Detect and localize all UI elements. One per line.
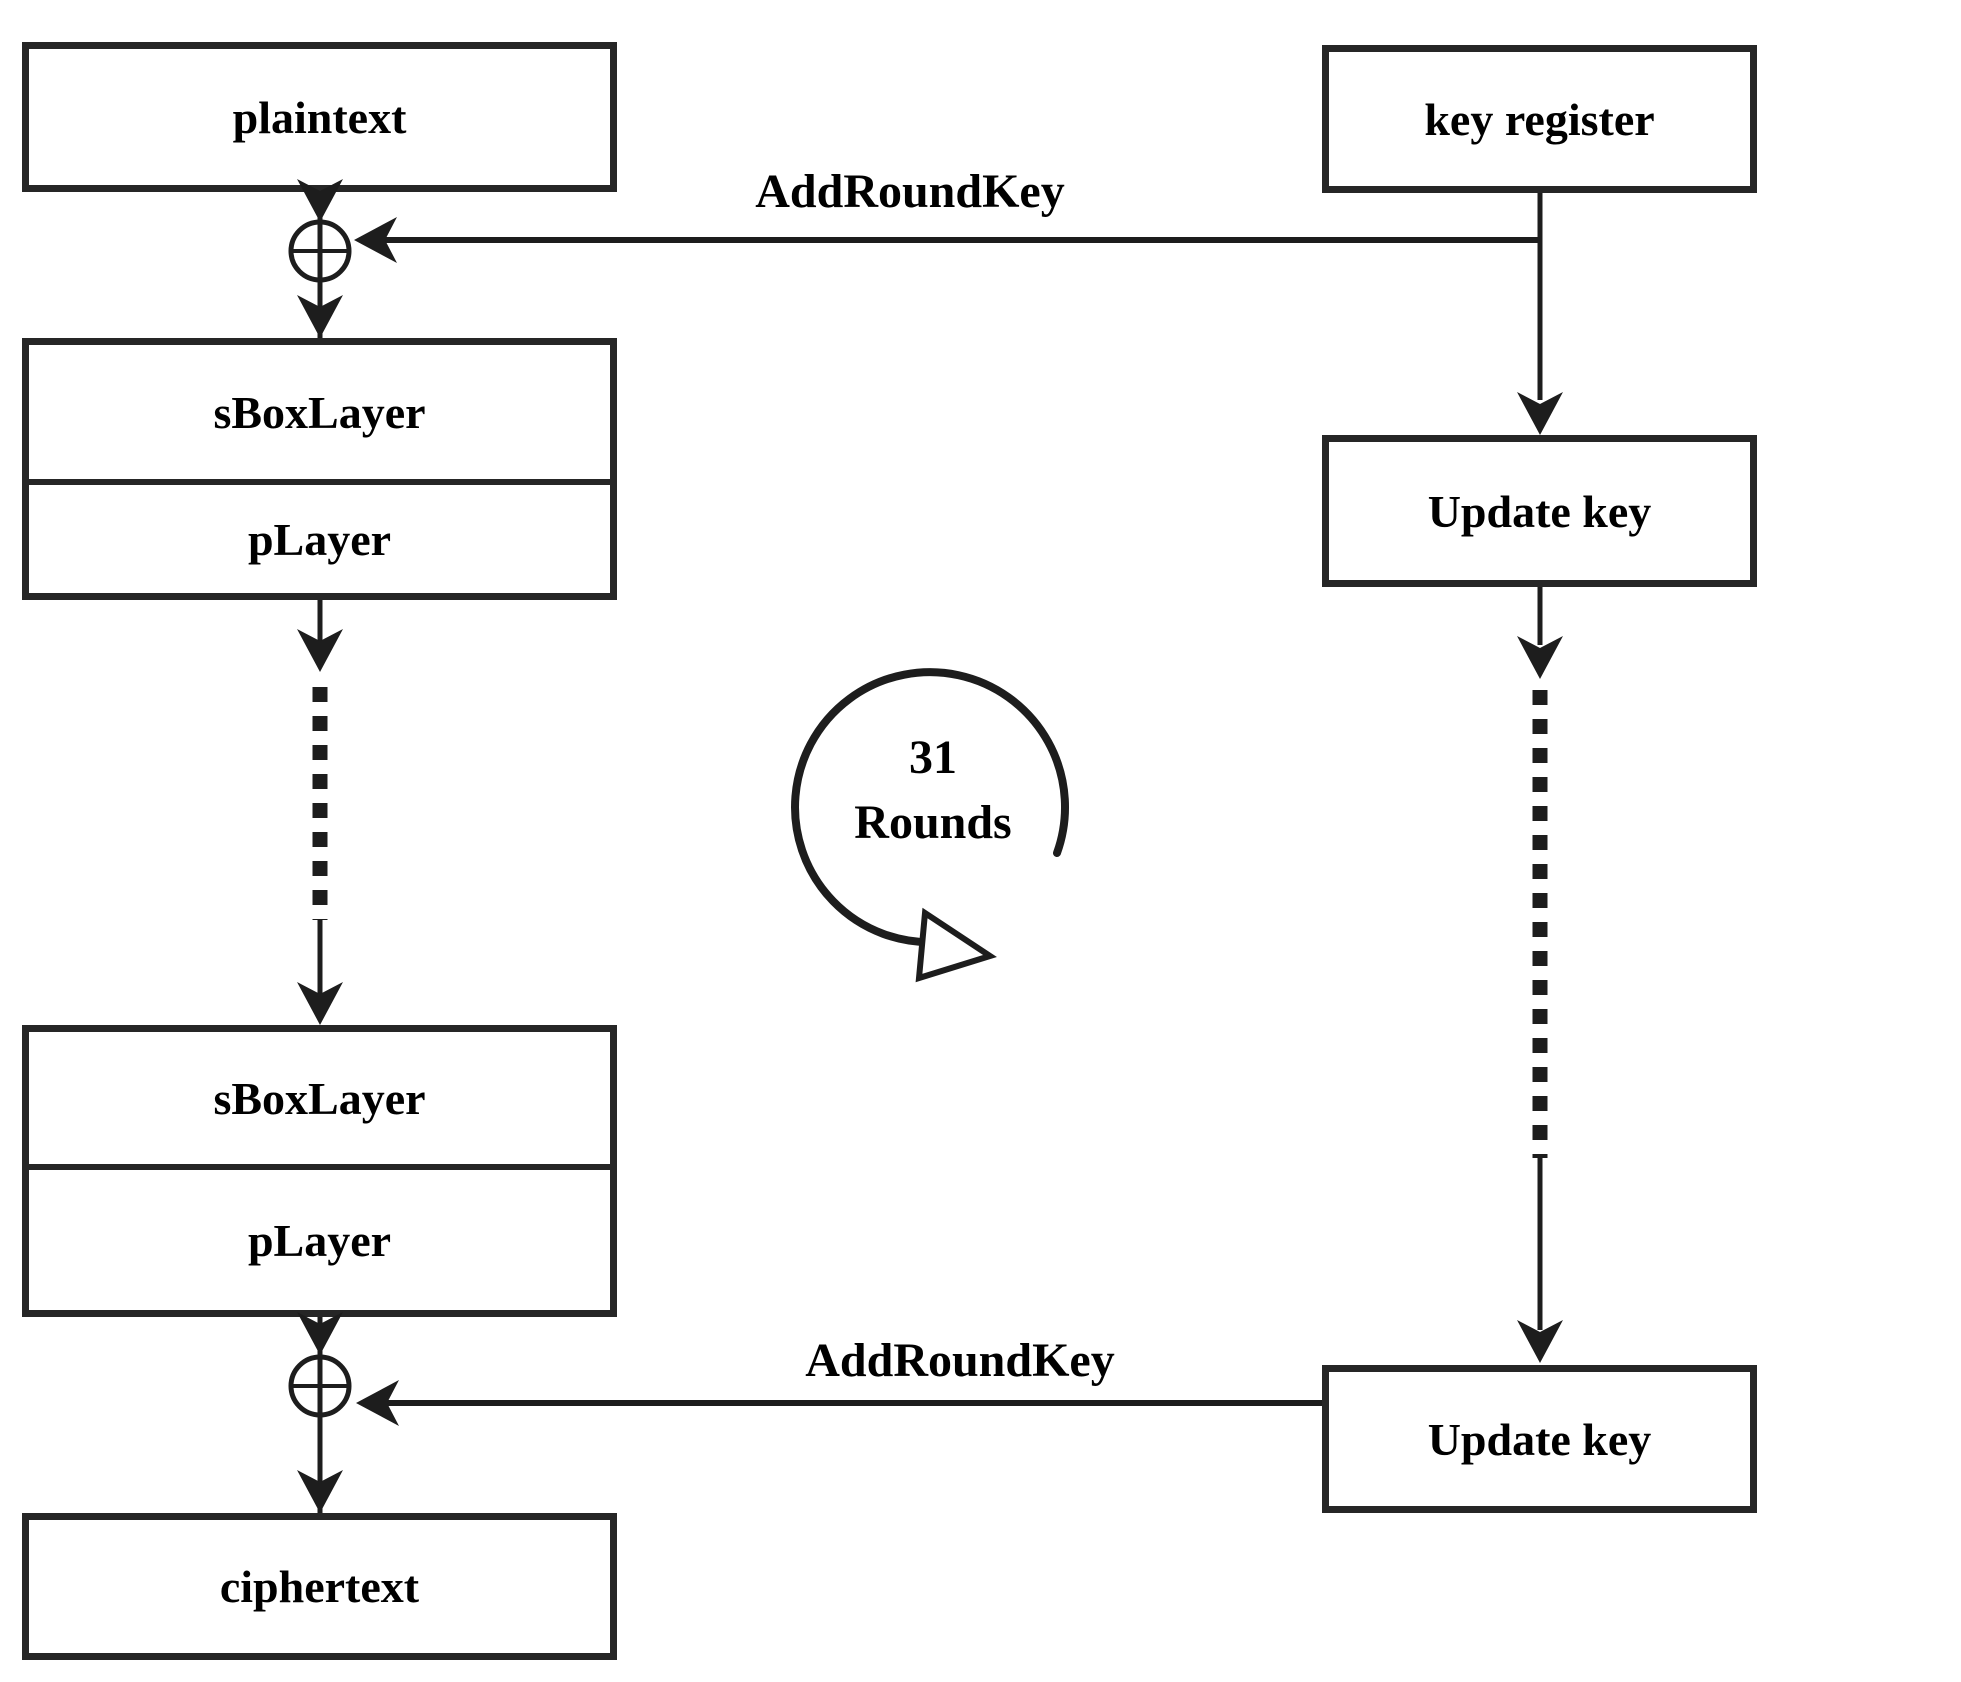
- add-round-key-label-bottom: AddRoundKey: [805, 1334, 1115, 1387]
- arrow-plaintext-to-sboxlayer: [297, 179, 343, 338]
- plaintext-box: plaintext: [22, 42, 617, 192]
- arrow-player-to-next-round-dashed: [297, 600, 343, 1025]
- p-layer-2-label: pLayer: [247, 1214, 392, 1266]
- plaintext-label: plaintext: [232, 91, 407, 143]
- add-round-key-label-top: AddRoundKey: [755, 165, 1065, 218]
- key-register-label: key register: [1424, 93, 1655, 145]
- arrow-player-to-xor: [297, 1312, 343, 1513]
- ciphertext-box: ciphertext: [22, 1513, 617, 1660]
- arrow-addroundkey-top: [354, 217, 1540, 263]
- round-function-box-2: sBoxLayer pLayer: [22, 1025, 617, 1317]
- rounds-count-number: 31: [909, 731, 957, 784]
- xor-icon: [288, 1354, 352, 1418]
- sbox-layer-1-label: sBoxLayer: [213, 386, 426, 438]
- update-key-2-box: Update key: [1322, 1365, 1757, 1513]
- p-layer-2-box: pLayer: [29, 1170, 610, 1310]
- round-function-box-1: sBoxLayer pLayer: [22, 338, 617, 600]
- sbox-layer-2-label: sBoxLayer: [213, 1072, 426, 1124]
- p-layer-1-box: pLayer: [29, 485, 610, 593]
- arrow-keyregister-to-updatekey: [1517, 193, 1563, 435]
- update-key-1-box: Update key: [1322, 435, 1757, 587]
- sbox-layer-2-box: sBoxLayer: [29, 1032, 610, 1170]
- sbox-layer-1-box: sBoxLayer: [29, 345, 610, 485]
- update-key-1-label: Update key: [1427, 485, 1652, 537]
- rounds-count-word: Rounds: [854, 795, 1012, 849]
- key-register-box: key register: [1322, 45, 1757, 193]
- rounds-count-label: 31 Rounds: [783, 726, 1083, 856]
- arrow-updatekey-to-updatekey-dashed: [1517, 587, 1563, 1363]
- xor-icon: [288, 219, 352, 283]
- update-key-2-label: Update key: [1427, 1413, 1652, 1465]
- p-layer-1-label: pLayer: [247, 513, 392, 565]
- ciphertext-label: ciphertext: [219, 1561, 420, 1612]
